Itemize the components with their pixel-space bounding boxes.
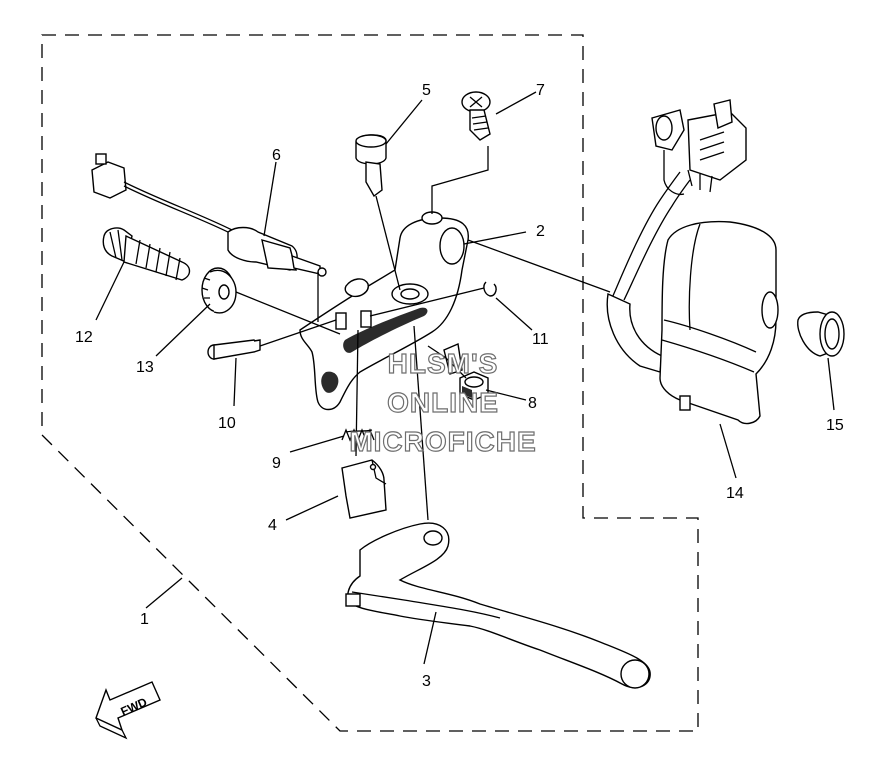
clutch-switch	[91, 153, 327, 277]
pivot-bolt	[355, 134, 387, 198]
callout-11: 11	[532, 331, 549, 348]
callout-9: 9	[272, 455, 281, 472]
holder-pin	[207, 339, 261, 360]
callout-4: 4	[268, 517, 277, 534]
watermark: HLSM'S ONLINE MICROFICHE	[349, 347, 537, 457]
callout-6: 6	[272, 147, 281, 164]
clutch-lever	[345, 522, 651, 689]
fwd-arrow-icon: FWD	[95, 681, 161, 740]
callout-3: 3	[422, 673, 431, 690]
adjuster-locknut	[201, 267, 237, 314]
leader-lines	[95, 91, 835, 665]
callout-14: 14	[726, 485, 744, 502]
lever-dust-cover	[341, 459, 387, 519]
holder-screw	[461, 91, 491, 141]
callout-2: 2	[536, 223, 545, 240]
callout-5: 5	[422, 82, 431, 99]
circlip	[483, 281, 497, 297]
assembly-lines	[235, 146, 611, 521]
callout-10: 10	[218, 415, 236, 432]
lever-adjuster-bolt	[102, 227, 191, 281]
handlebar-switch	[606, 99, 779, 425]
callout-labels: 1 2 3 4 5 6 7 8 9 10 11 12 13 14 15	[75, 82, 844, 690]
callout-12: 12	[75, 329, 93, 346]
watermark-line-2: ONLINE	[387, 387, 499, 418]
assembly-boundary	[41, 34, 699, 732]
watermark-line-1: HLSM'S	[388, 348, 499, 379]
lever-holder-bracket	[299, 211, 469, 411]
bushing	[797, 311, 845, 357]
callout-15: 15	[826, 417, 844, 434]
callout-1: 1	[140, 611, 149, 628]
lever-spring	[341, 428, 375, 442]
callout-8: 8	[528, 395, 537, 412]
pivot-nut	[443, 343, 489, 401]
callout-7: 7	[536, 82, 545, 99]
watermark-line-3: MICROFICHE	[349, 426, 536, 457]
callout-13: 13	[136, 359, 154, 376]
